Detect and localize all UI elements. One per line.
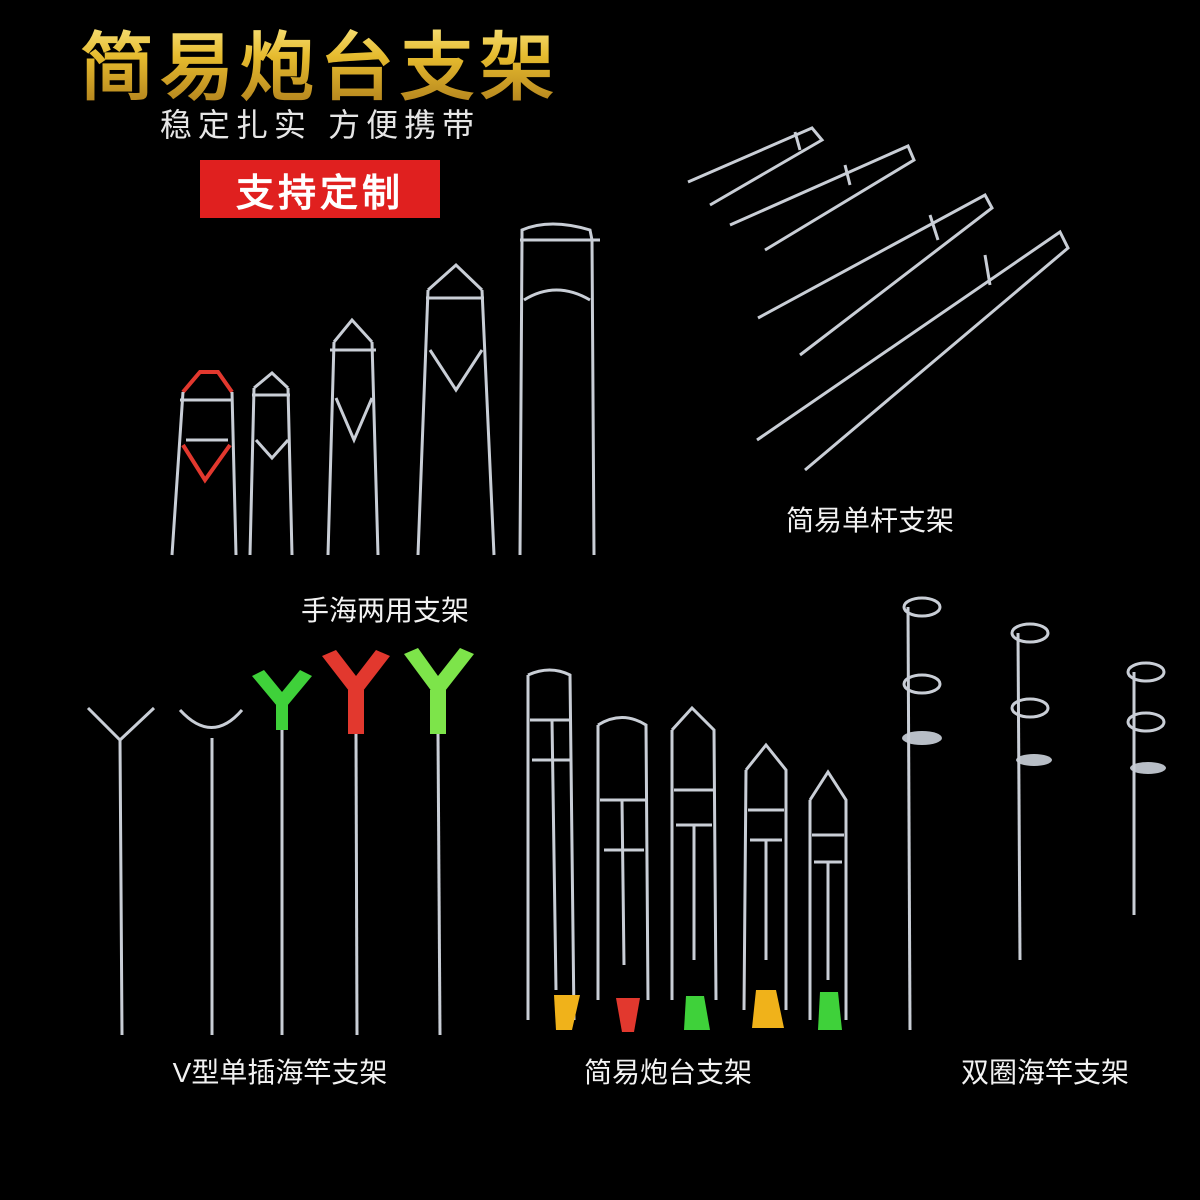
double-ring-stand-1 [902,596,942,1031]
v-type-stand-4 [322,650,390,1036]
v-type-stand-3 [252,670,312,1035]
page-title: 简易炮台支架 [0,8,640,115]
dual-use-stand-group [170,222,600,556]
page-subtitle: 稳定扎实 方便携带 [159,106,481,144]
dual-use-stand-4 [416,262,496,556]
dual-use-stand-5 [518,222,600,556]
double-ring-stand-2 [1010,622,1052,961]
single-rod-stand-1 [687,126,825,207]
caption-dual-use: 手海两用支架 [301,595,469,626]
caption-v-type: V型单插海竿支架 [173,1057,388,1088]
cannon-stand-2 [596,716,650,1032]
caption-double-ring: 双圈海竿支架 [961,1057,1129,1088]
caption-single-rod: 简易单杆支架 [786,505,954,536]
dual-use-stand-2 [248,370,294,556]
v-type-stand-2 [178,708,244,1035]
cannon-stand-4 [742,742,788,1028]
v-type-stand-group [86,648,474,1036]
custom-badge: 支持定制 [200,160,440,218]
single-rod-stand-4 [756,229,1070,472]
dual-use-stand-1 [170,370,238,556]
caption-cannon: 简易炮台支架 [584,1057,752,1088]
single-rod-stand-3 [757,192,994,357]
double-ring-stand-3 [1126,661,1166,915]
cannon-stand-3 [670,705,718,1030]
v-type-stand-5 [404,648,474,1036]
cannon-stand-5 [808,769,848,1030]
cannon-stand-group [526,668,848,1032]
single-rod-stand-2 [729,144,916,252]
single-rod-stand-group [687,126,1070,472]
cannon-stand-1 [526,668,580,1030]
v-type-stand-1 [86,706,156,1036]
dual-use-stand-3 [326,317,380,556]
double-ring-stand-group [902,596,1166,1031]
